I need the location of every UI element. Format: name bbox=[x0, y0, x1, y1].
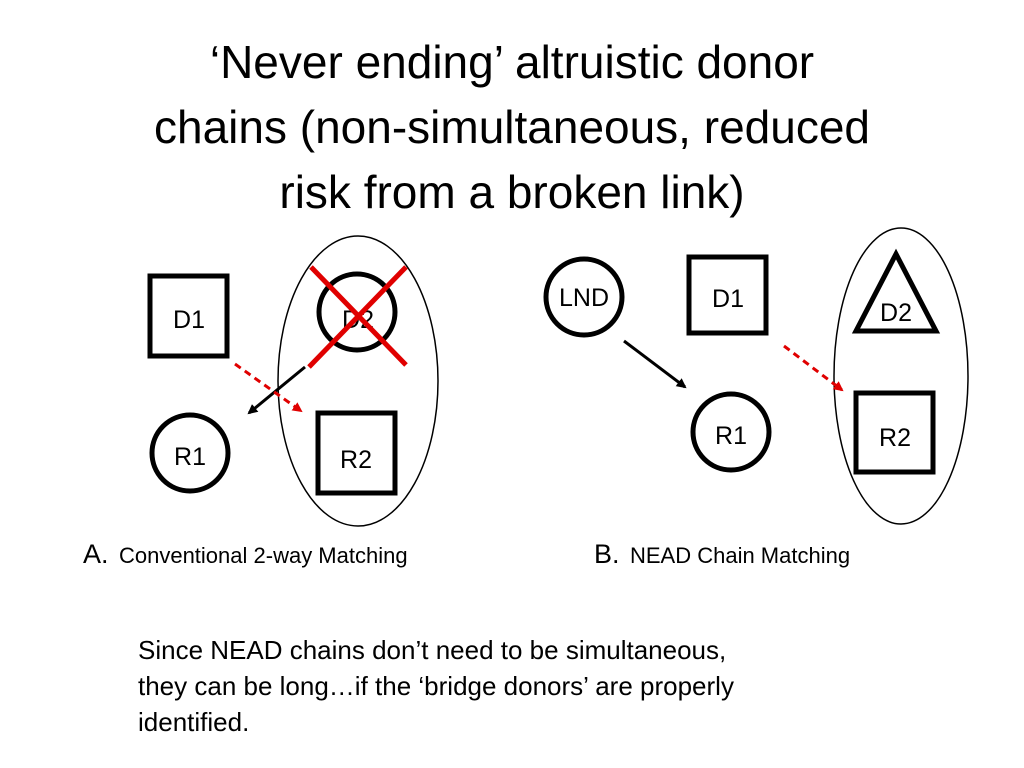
r1-circle-a bbox=[149, 412, 231, 494]
red-dashed-arrow-b bbox=[783, 344, 844, 392]
r2-label-a: R2 bbox=[340, 446, 372, 474]
pair-ellipse-a bbox=[277, 235, 439, 527]
title-line-1: ‘Never ending’ altruistic donor bbox=[209, 36, 815, 88]
r1-label-b: R1 bbox=[715, 422, 747, 450]
lnd-circle bbox=[543, 256, 625, 338]
caption-b-text: NEAD Chain Matching bbox=[630, 543, 850, 568]
caption-a-prefix: A. bbox=[83, 539, 109, 569]
r1-label-a: R1 bbox=[174, 443, 206, 471]
panel-a: D1 D2 R1 R2 bbox=[147, 235, 439, 527]
caption-b-prefix: B. bbox=[594, 539, 620, 569]
note-line-2: they can be long…if the ‘bridge donors’ … bbox=[138, 671, 734, 701]
slide-title: ‘Never ending’ altruistic donor chains (… bbox=[40, 30, 984, 225]
black-arrow-a bbox=[247, 365, 306, 415]
cross-out-icon bbox=[307, 265, 408, 369]
d1-box-a bbox=[147, 273, 230, 359]
caption-b: B. NEAD Chain Matching bbox=[594, 539, 850, 569]
note-line-1: Since NEAD chains don’t need to be simul… bbox=[138, 635, 727, 665]
d1-label-b: D1 bbox=[712, 285, 744, 313]
panel-b: LND D1 D2 R1 R2 bbox=[543, 227, 969, 525]
explanation-note: Since NEAD chains don’t need to be simul… bbox=[138, 632, 958, 740]
d1-box-b bbox=[686, 254, 769, 336]
title-line-2: chains (non-simultaneous, reduced bbox=[154, 101, 870, 153]
caption-a-text: Conventional 2-way Matching bbox=[119, 543, 408, 568]
d2-label-b: D2 bbox=[880, 299, 912, 327]
lnd-label: LND bbox=[559, 284, 609, 312]
note-line-3: identified. bbox=[138, 707, 250, 737]
r2-box-b bbox=[853, 390, 936, 475]
black-arrow-b bbox=[623, 339, 687, 389]
d1-label-a: D1 bbox=[173, 306, 205, 334]
d2-triangle-b bbox=[851, 248, 941, 334]
r2-label-b: R2 bbox=[879, 424, 911, 452]
r2-box-a bbox=[315, 410, 398, 496]
pair-ellipse-b bbox=[833, 227, 969, 525]
r1-circle-b bbox=[690, 391, 772, 473]
red-dashed-arrow-a bbox=[234, 362, 303, 413]
title-line-3: risk from a broken link) bbox=[279, 166, 745, 218]
caption-a: A. Conventional 2-way Matching bbox=[83, 539, 408, 569]
